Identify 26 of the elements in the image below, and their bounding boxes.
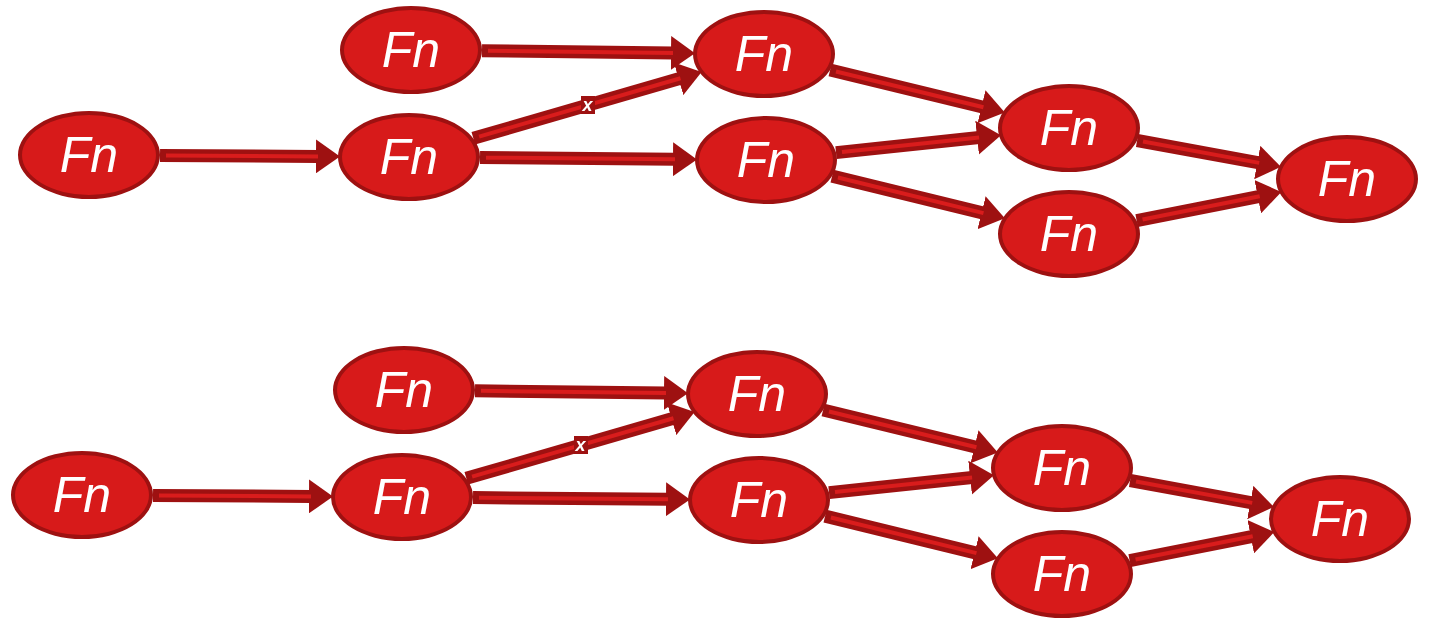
node-label: Fn bbox=[1032, 549, 1092, 599]
node-label: Fn bbox=[381, 25, 441, 75]
arrow bbox=[152, 479, 333, 514]
node-label: Fn bbox=[727, 369, 787, 419]
node-label: Fn bbox=[734, 29, 794, 79]
node-label: Fn bbox=[372, 472, 432, 522]
node-label: Fn bbox=[379, 132, 439, 182]
arrow bbox=[474, 375, 688, 410]
arrow bbox=[835, 120, 1001, 160]
node-label: Fn bbox=[1317, 154, 1377, 204]
node-label: Fn bbox=[1039, 209, 1099, 259]
arrow bbox=[159, 139, 340, 174]
node-label: Fn bbox=[1032, 443, 1092, 493]
node-label: Fn bbox=[729, 475, 789, 525]
node-label: Fn bbox=[59, 130, 119, 180]
node-label: Fn bbox=[52, 470, 112, 520]
node-label: Fn bbox=[1039, 103, 1099, 153]
arrow bbox=[472, 482, 690, 517]
arrow bbox=[479, 142, 697, 177]
node-label: Fn bbox=[1310, 494, 1370, 544]
node-label: Fn bbox=[736, 135, 796, 185]
arrow bbox=[481, 35, 695, 70]
edge-label: x bbox=[573, 435, 588, 454]
arrow bbox=[828, 460, 994, 500]
edge-label: x bbox=[580, 95, 595, 114]
node-label: Fn bbox=[374, 365, 434, 415]
